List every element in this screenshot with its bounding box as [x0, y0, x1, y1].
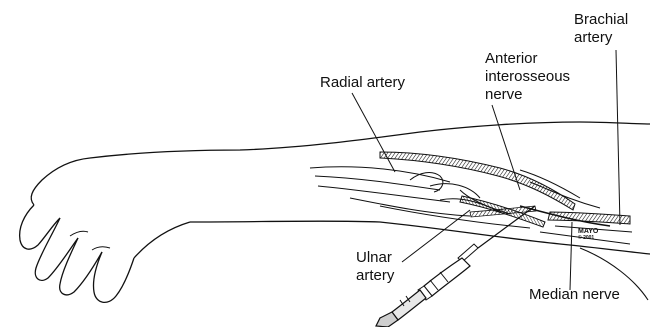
stamp-line1: MAYO — [578, 228, 598, 235]
label-median-nerve: Median nerve — [529, 286, 620, 304]
label-brachial-artery-line1: Brachial — [574, 11, 628, 29]
label-radial-artery-line1: Radial artery — [320, 74, 405, 92]
label-brachial-artery-line2: artery — [574, 29, 628, 47]
label-radial-artery: Radial artery — [320, 74, 405, 92]
label-ulnar-artery: Ulnar artery — [356, 249, 394, 285]
stamp-line2: © 2001 — [578, 235, 598, 242]
mayo-copyright-stamp: MAYO © 2001 — [578, 228, 598, 242]
label-anterior-interosseous-nerve-line3: nerve — [485, 86, 570, 104]
label-anterior-interosseous-nerve: Anterior interosseous nerve — [485, 50, 570, 104]
arm-upper-outline — [90, 122, 650, 158]
label-median-nerve-line1: Median nerve — [529, 286, 620, 304]
hand — [20, 158, 190, 302]
label-anterior-interosseous-nerve-line1: Anterior — [485, 50, 570, 68]
label-anterior-interosseous-nerve-line2: interosseous — [485, 68, 570, 86]
label-ulnar-artery-line1: Ulnar — [356, 249, 394, 267]
label-ulnar-artery-line2: artery — [356, 267, 394, 285]
label-brachial-artery: Brachial artery — [574, 11, 628, 47]
